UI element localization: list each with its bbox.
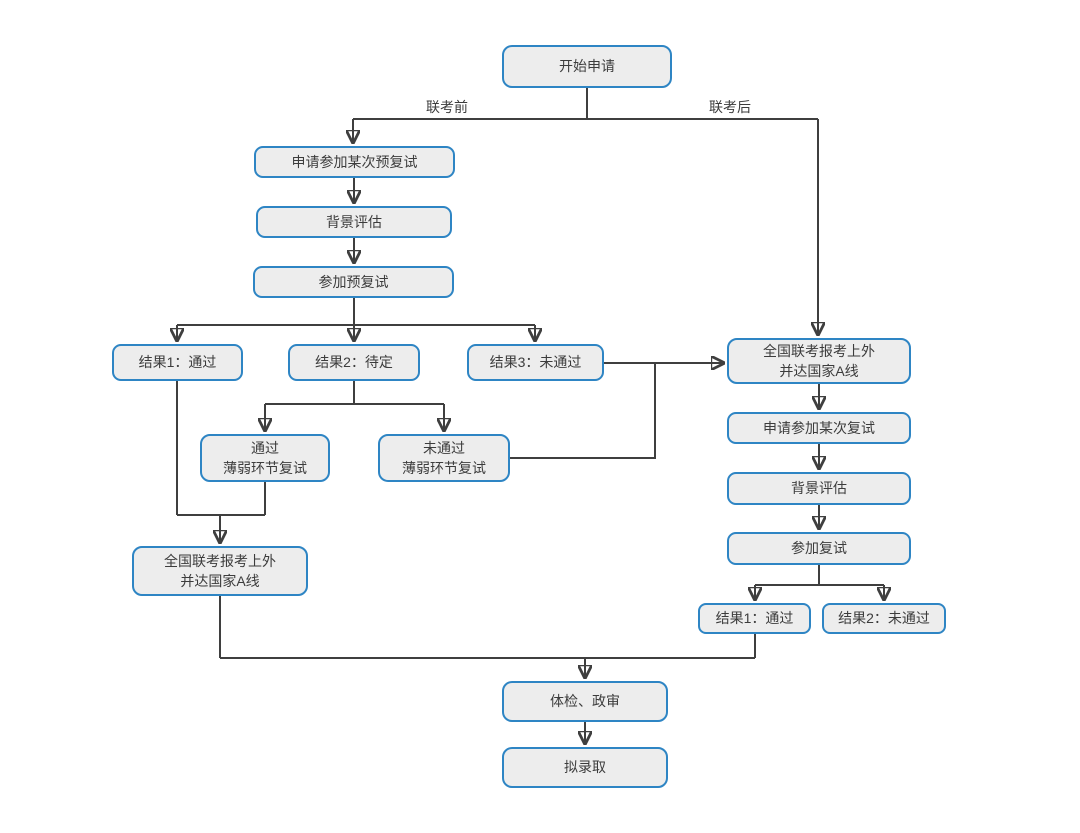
- node-result3-fail: 结果3：未通过: [467, 344, 604, 381]
- node-national-exam-a-line-right: 全国联考报考上外 并达国家A线: [727, 338, 911, 384]
- node-pass-weak-link-retest: 通过 薄弱环节复试: [200, 434, 330, 482]
- node-fail-weak-link-retest: 未通过 薄弱环节复试: [378, 434, 510, 482]
- node-attend-retest: 参加复试: [727, 532, 911, 565]
- node-attend-pre-retest: 参加预复试: [253, 266, 454, 298]
- node-start-application: 开始申请: [502, 45, 672, 88]
- node-national-exam-a-line-left: 全国联考报考上外 并达国家A线: [132, 546, 308, 596]
- edge-label-after-joint-exam: 联考后: [709, 99, 751, 115]
- node-apply-pre-retest: 申请参加某次预复试: [254, 146, 455, 178]
- node-background-eval-left: 背景评估: [256, 206, 452, 238]
- node-result1-pass: 结果1：通过: [112, 344, 243, 381]
- node-retest-result1-pass: 结果1：通过: [698, 603, 811, 634]
- node-physical-political-check: 体检、政审: [502, 681, 668, 722]
- edge-label-before-joint-exam: 联考前: [426, 99, 468, 115]
- node-background-eval-right: 背景评估: [727, 472, 911, 505]
- node-proposed-admission: 拟录取: [502, 747, 668, 788]
- node-result2-pending: 结果2：待定: [288, 344, 420, 381]
- node-apply-retest: 申请参加某次复试: [727, 412, 911, 444]
- node-retest-result2-fail: 结果2：未通过: [822, 603, 946, 634]
